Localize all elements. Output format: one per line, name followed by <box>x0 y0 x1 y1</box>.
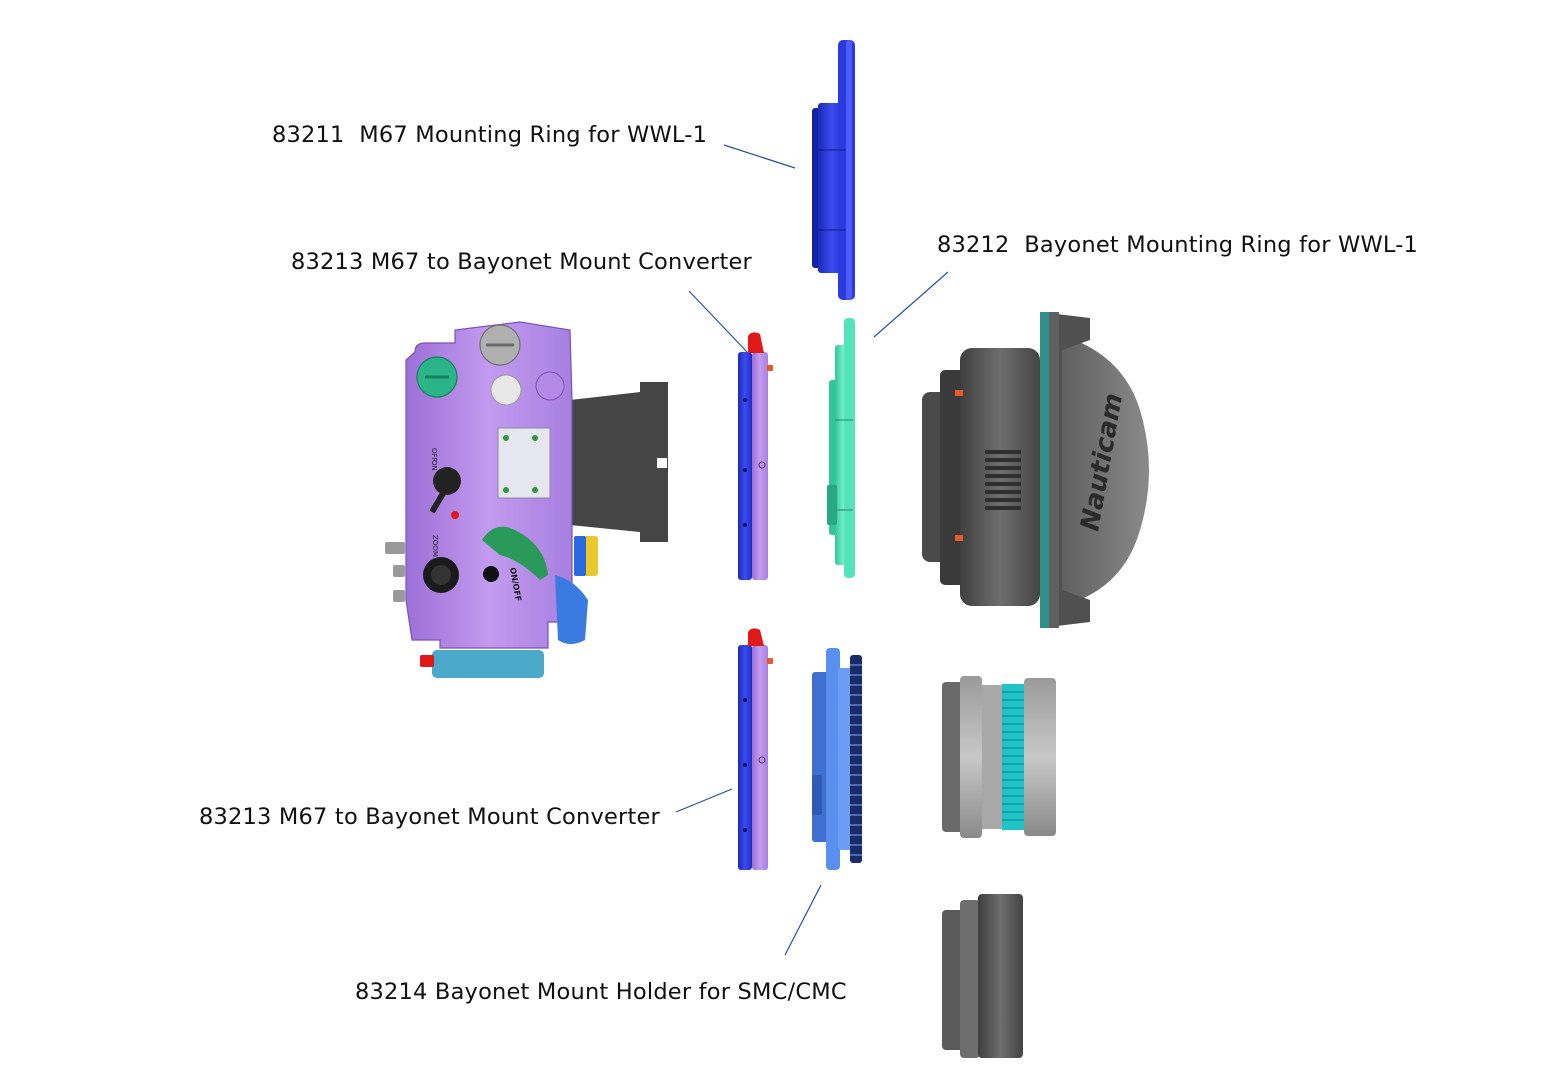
leader-line-83212 <box>873 271 949 338</box>
m67-mounting-ring-part <box>812 40 855 300</box>
label-m67-mounting-ring: 83211 M67 Mounting Ring for WWL-1 <box>272 122 708 148</box>
close-up-lens-part <box>942 676 1056 838</box>
converter-bottom-part <box>738 628 773 870</box>
converter-top-part <box>738 332 773 580</box>
bayonet-mount-holder-part <box>812 648 862 870</box>
label-converter-top: 83213 M67 to Bayonet Mount Converter <box>291 249 752 275</box>
camera-housing-part: OFF ON ZOOM ON/OFF <box>385 321 668 678</box>
zoom-dial-text: ZOOM <box>431 535 439 557</box>
label-bayonet-mounting-ring: 83212 Bayonet Mounting Ring for WWL-1 <box>937 232 1419 258</box>
leader-line-83213-top <box>688 290 749 354</box>
leader-line-83211 <box>723 144 796 169</box>
switch-top-text: OFF <box>430 448 438 462</box>
label-converter-bottom: 83213 M67 to Bayonet Mount Converter <box>199 804 660 830</box>
bayonet-mounting-ring-part <box>827 318 855 578</box>
switch-bottom-text: ON <box>430 460 438 471</box>
small-lens-part <box>942 894 1023 1058</box>
leader-lines <box>675 144 949 956</box>
leader-line-83214 <box>784 884 822 956</box>
wwl-1-lens-part: Nauticam <box>922 312 1149 628</box>
label-bayonet-mount-holder: 83214 Bayonet Mount Holder for SMC/CMC <box>355 979 847 1005</box>
leader-line-83213-bottom <box>675 788 733 813</box>
